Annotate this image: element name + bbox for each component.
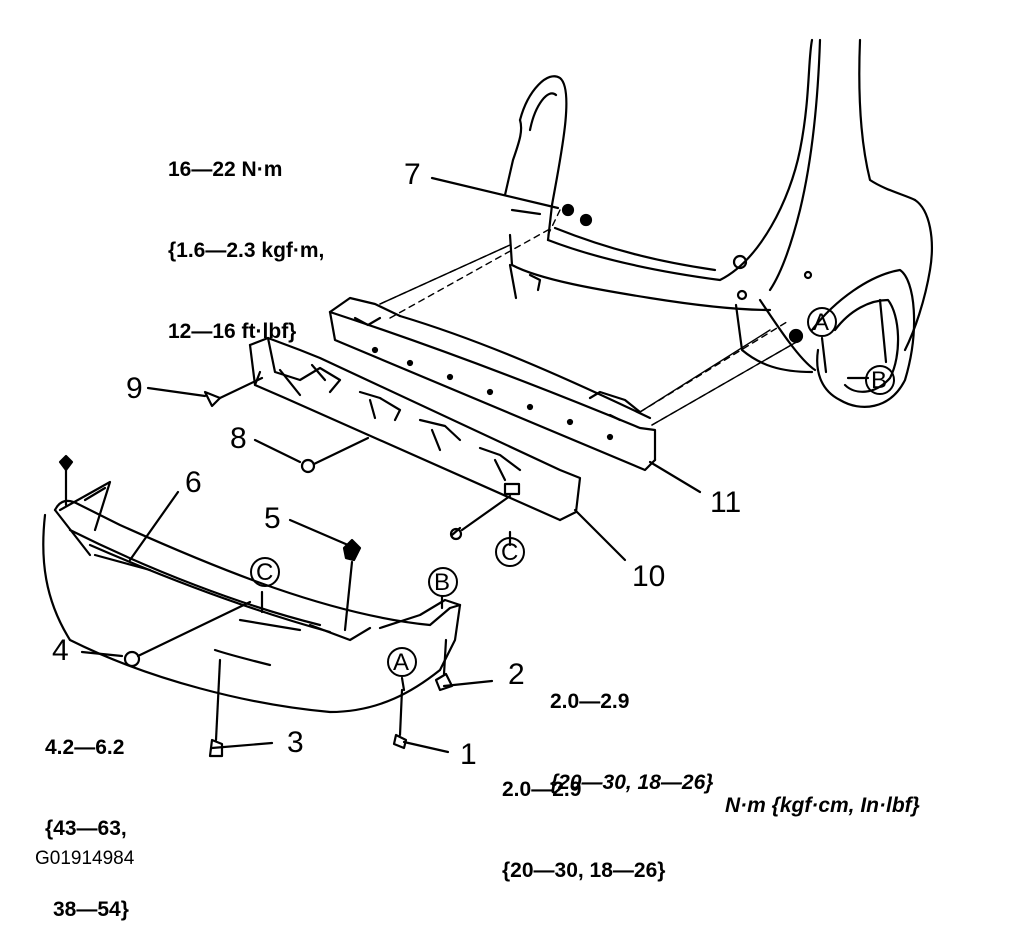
energy-absorber — [248, 336, 582, 522]
torque-item1-line2: {20—30, 18—26} — [502, 859, 666, 882]
ref-letter-a-vehicle: A — [813, 309, 830, 336]
torque-spec-item2: 2.0—2.9 {20—30, 18—26} — [550, 634, 713, 823]
torque-spec-item1: 2.0—2.9 {20—30, 18—26} — [502, 722, 665, 911]
callout-6: 6 — [185, 466, 202, 499]
callout-10: 10 — [632, 560, 666, 593]
callout-11: 11 — [710, 486, 742, 519]
units-legend: N·m {kgf·cm, In·lbf} — [725, 794, 920, 817]
callout-8: 8 — [230, 422, 247, 455]
callout-9: 9 — [126, 372, 143, 405]
callout-2: 2 — [508, 658, 525, 691]
torque-item1-line1: 2.0—2.9 — [502, 778, 582, 801]
ref-letter-c-absorber: C — [501, 539, 519, 566]
torque-item4-line3: 38—54} — [53, 898, 129, 921]
torque-item4-line2: {43—63, — [45, 817, 127, 840]
ref-letter-b-fascia: B — [434, 569, 451, 596]
ref-letter-c-fascia: C — [256, 559, 274, 586]
torque-top-line2: {1.6—2.3 kgf·m, — [168, 239, 325, 262]
bumper-reinforcement — [328, 296, 657, 472]
torque-spec-item4: 4.2—6.2 {43—63, 38—54} — [45, 680, 129, 939]
callout-3: 3 — [287, 726, 304, 759]
callout-1: 1 — [460, 738, 477, 771]
figure-id: G01914984 — [35, 848, 135, 869]
vehicle-rear-body — [503, 38, 933, 408]
guide-lines-solid — [379, 244, 801, 426]
torque-spec-top: 16—22 N·m {1.6—2.3 kgf·m, 12—16 ft·lbf} — [168, 102, 324, 372]
fasteners — [58, 176, 888, 758]
torque-item4-line1: 4.2—6.2 — [45, 736, 125, 759]
callout-5: 5 — [264, 502, 281, 535]
callout-7: 7 — [404, 158, 421, 191]
torque-item2-line2: {20—30, 18—26} — [550, 771, 714, 794]
reference-circles — [250, 307, 895, 677]
callout-4: 4 — [52, 634, 69, 667]
ref-letter-b-vehicle: B — [871, 367, 888, 394]
ref-letter-a-fascia: A — [393, 649, 410, 676]
torque-top-line3: 12—16 ft·lbf} — [168, 320, 297, 343]
torque-top-line1: 16—22 N·m — [168, 158, 283, 181]
torque-item2-line1: 2.0—2.9 — [550, 690, 630, 713]
